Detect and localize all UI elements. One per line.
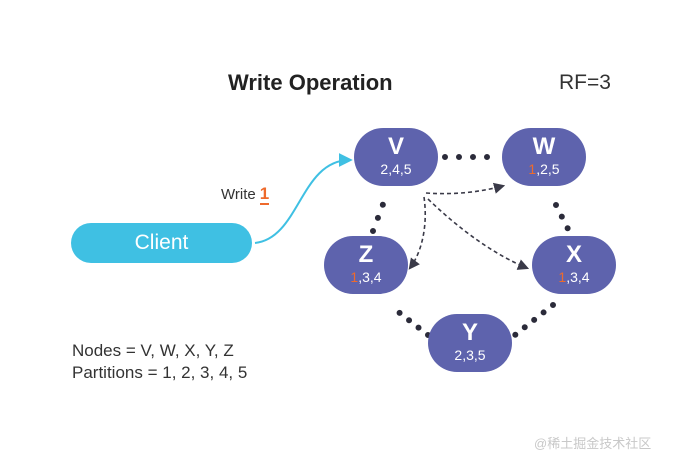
client-write-arrow <box>254 153 353 244</box>
node-w-highlight: 1 <box>528 161 537 177</box>
legend-partitions: Partitions = 1, 2, 3, 4, 5 <box>72 363 248 382</box>
node-v: V 2,4,5 <box>354 128 438 186</box>
ring-link-y-z <box>389 304 431 338</box>
ring-link-w-x <box>553 202 573 236</box>
node-y-partitions: 2,3,5 <box>454 347 486 363</box>
node-y: Y 2,3,5 <box>428 314 512 372</box>
node-z: Z 1,3,4 <box>324 236 408 294</box>
node-y-name: Y <box>461 319 478 346</box>
ring-link-z-v <box>370 196 388 234</box>
node-x-partitions: 1,3,4 <box>532 268 616 286</box>
legend: Nodes = V, W, X, Y, Z Partitions = 1, 2,… <box>72 340 247 384</box>
node-w-name: W <box>532 133 556 160</box>
node-x-rest: ,3,4 <box>566 269 590 285</box>
node-v-name: V <box>387 133 404 160</box>
replicate-arrow-v-z <box>408 196 427 270</box>
write-label-text: Write <box>221 186 256 203</box>
node-x-name: X <box>565 241 582 268</box>
node-v-partitions: 2,4,5 <box>380 161 412 177</box>
ring-link-x-y <box>512 302 556 338</box>
node-w-partitions: 1,2,5 <box>502 160 586 178</box>
node-z-partitions: 1,3,4 <box>324 268 408 286</box>
node-z-name: Z <box>358 241 374 268</box>
node-x: X 1,3,4 <box>532 236 616 294</box>
replicate-arrow-v-x <box>427 198 530 270</box>
replication-factor: RF=3 <box>559 71 611 94</box>
replicate-arrow-v-w <box>425 182 506 195</box>
node-w: W 1,2,5 <box>502 128 586 186</box>
node-w-rest: ,2,5 <box>536 161 560 177</box>
legend-nodes: Nodes = V, W, X, Y, Z <box>72 341 234 360</box>
watermark: @稀土掘金技术社区 <box>534 436 652 451</box>
node-z-highlight: 1 <box>350 269 359 285</box>
diagram-title: Write Operation <box>228 70 393 95</box>
client-node: Client <box>71 223 252 263</box>
write-partition-number: 1 <box>259 184 270 205</box>
node-x-highlight: 1 <box>558 269 567 285</box>
node-z-rest: ,3,4 <box>358 269 382 285</box>
